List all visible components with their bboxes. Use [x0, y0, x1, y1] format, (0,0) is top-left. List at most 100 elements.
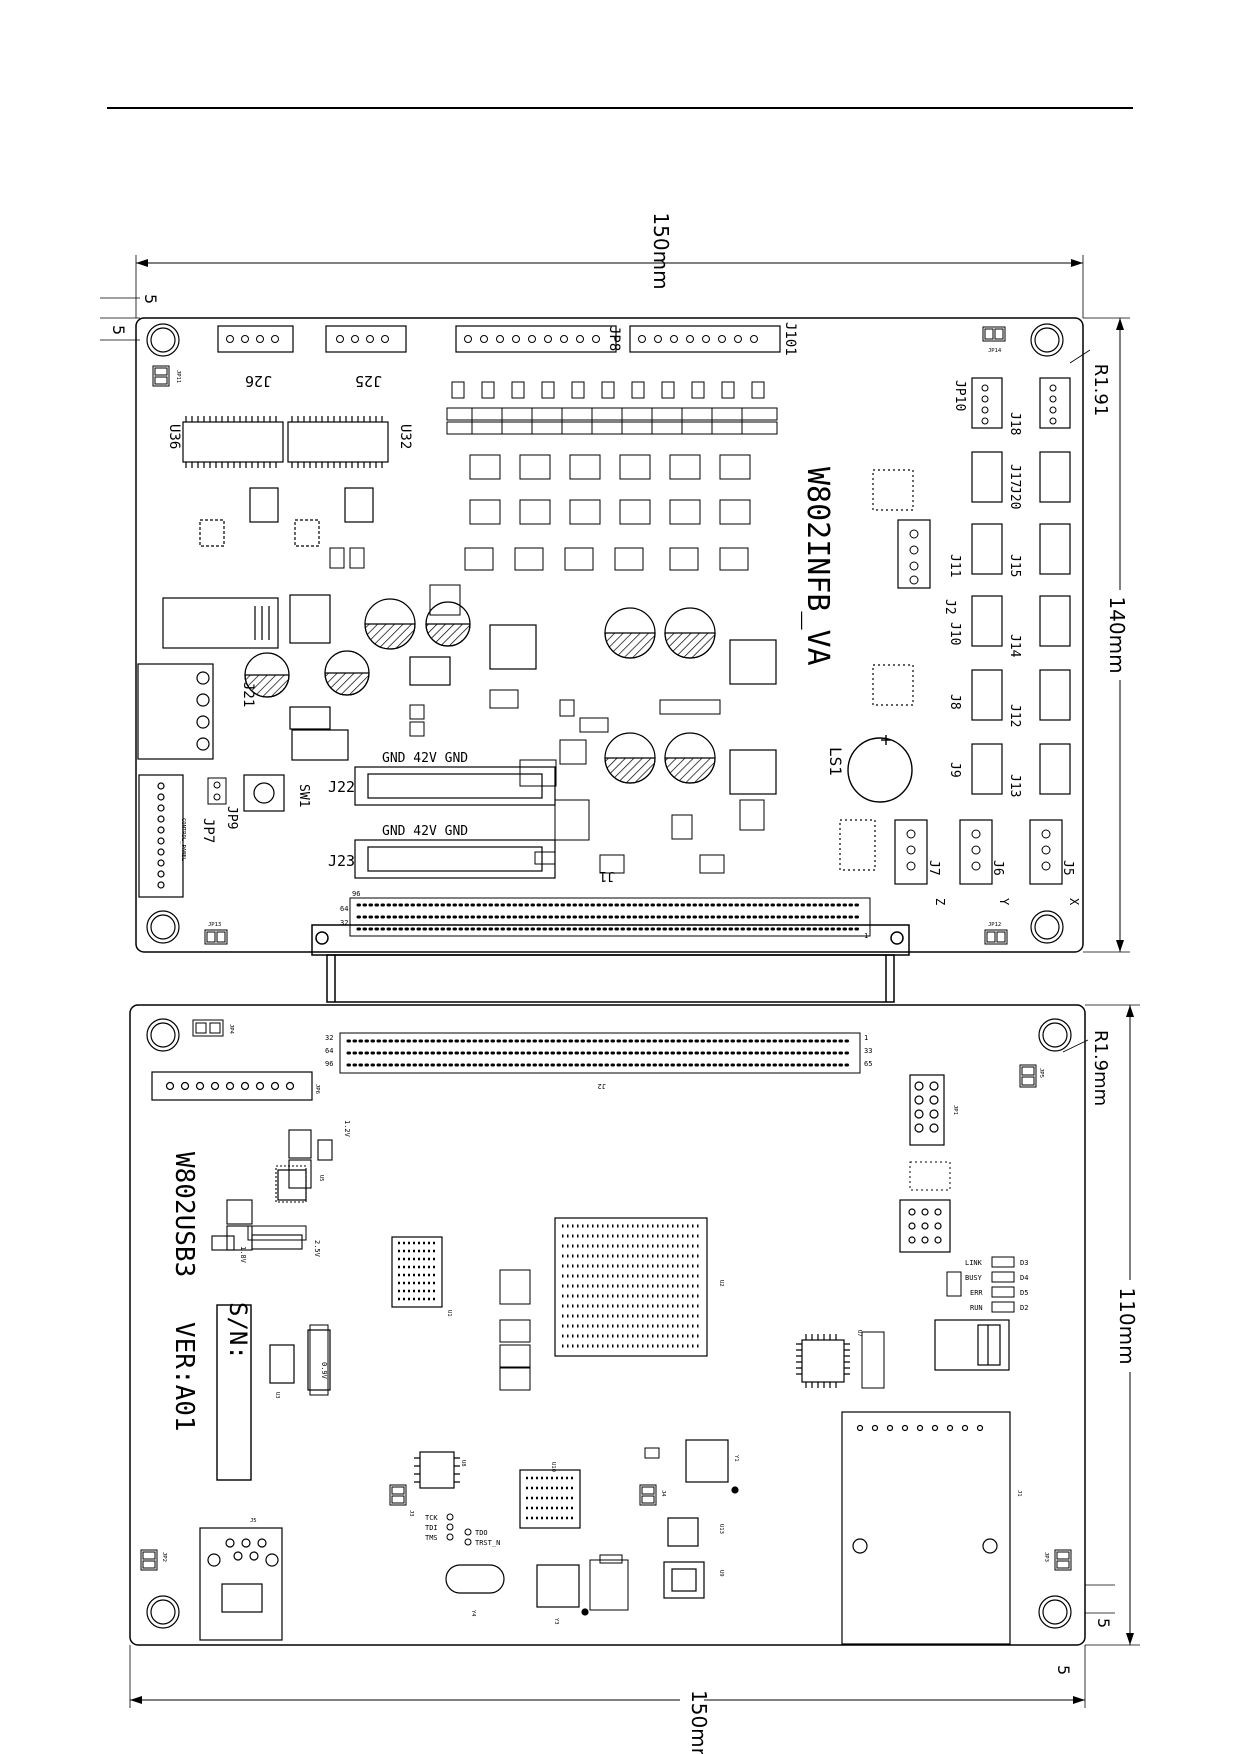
label-jp1: JP1	[952, 1105, 958, 1115]
lower-offset-a: 5	[1094, 1618, 1113, 1628]
lower-mounting-holes	[146, 1018, 1072, 1629]
label-y4: Y4	[470, 1610, 476, 1617]
label-jp11: JP11	[175, 370, 181, 383]
u1-bga	[391, 1236, 443, 1308]
upper-pin-64: 64	[340, 905, 348, 913]
upper-board-outline	[135, 317, 1084, 953]
label-j13: J13	[1007, 774, 1022, 797]
lower-pin-65: 65	[864, 1060, 872, 1068]
lower-pin-96: 96	[325, 1060, 333, 1068]
label-j4: J4	[660, 1490, 666, 1497]
lower-pin-1: 1	[864, 1034, 868, 1042]
jp9-header	[207, 777, 227, 805]
label-axis-z: Z	[933, 898, 947, 905]
jp1-header	[909, 1074, 945, 1146]
label-jp3: JP3	[1043, 1552, 1049, 1562]
passive-clusters	[247, 1225, 885, 1564]
label-j15: J15	[1007, 554, 1022, 577]
led-label-err: ERR	[970, 1289, 983, 1297]
y3-crystal	[536, 1564, 589, 1616]
u33-connector	[162, 594, 331, 649]
label-j26: J26	[245, 372, 272, 390]
qfn-chips	[839, 469, 914, 871]
lower-width-dim: 150mm	[687, 1690, 711, 1754]
jp4-header	[192, 1019, 224, 1037]
u4-chip	[909, 1161, 951, 1191]
label-u5: U5	[318, 1175, 324, 1182]
jp12-jp13-headers	[204, 929, 1008, 945]
label-u10: U10	[550, 1462, 556, 1472]
label-j6: J6	[990, 860, 1005, 876]
j23-connector	[354, 839, 556, 879]
lower-offset-b: 5	[1054, 1665, 1073, 1675]
lower-board-outline	[129, 1004, 1086, 1646]
lower-volt-2-5v: 2.5V	[313, 1240, 321, 1258]
jp6-header	[151, 1071, 313, 1101]
label-u32: U32	[397, 424, 413, 449]
resistor-arrays-u2	[499, 1269, 531, 1391]
label-j9: J9	[947, 762, 962, 778]
jtag-tms: TMS	[425, 1534, 438, 1542]
lower-dimensions: 150mm 110mm R1.9mm 5 5	[129, 1004, 1142, 1754]
label-jp6: JP6	[314, 1084, 320, 1094]
led-label-run: RUN	[970, 1304, 983, 1312]
u36-ic	[182, 421, 284, 463]
label-axis-x: X	[1067, 898, 1081, 906]
jp3-header	[1054, 1549, 1072, 1571]
right-connector-stack	[894, 377, 1071, 885]
u6-connector	[934, 1319, 1010, 1371]
u13-chip	[667, 1517, 699, 1547]
upper-width-dim: 150mm	[649, 212, 673, 289]
led-row	[451, 381, 765, 399]
u32-ic	[287, 421, 389, 463]
led-ref-d5: D5	[1020, 1289, 1028, 1297]
label-u7: U7	[856, 1330, 862, 1337]
label-y1: Y1	[733, 1455, 739, 1462]
label-u2: U2	[718, 1280, 724, 1287]
status-leds	[946, 1256, 1015, 1313]
lower-height-dim: 110mm	[1115, 1287, 1139, 1364]
jp14-header	[982, 326, 1006, 342]
label-j2-lower: J2	[598, 1082, 606, 1090]
top-connectors	[217, 325, 781, 353]
lower-board-title: W802USB3	[169, 1152, 199, 1277]
led-ref-d3: D3	[1020, 1259, 1028, 1267]
j5-rj45	[199, 1527, 283, 1641]
label-j1-lower: J1	[1016, 1490, 1022, 1497]
j4-header	[639, 1484, 657, 1506]
upper-board: 150mm 140mm R1.91 5 5	[100, 212, 1132, 1003]
upper-height-dim: 140mm	[1105, 596, 1129, 673]
electrolytic-capacitors	[244, 598, 716, 784]
board-to-board-connector	[311, 924, 910, 1003]
sw1-switch	[243, 774, 285, 812]
label-j7: J7	[926, 860, 941, 876]
inductors	[289, 624, 777, 795]
power-section	[211, 1129, 333, 1251]
label-j14: J14	[1007, 634, 1022, 658]
label-j8: J8	[947, 694, 962, 710]
d1-chip	[899, 1199, 951, 1253]
label-jp13: JP13	[208, 922, 221, 928]
jp5-header	[1019, 1064, 1037, 1088]
upper-offset-b: 5	[109, 325, 128, 335]
u7-qfp	[796, 1334, 850, 1388]
fuse-row	[446, 407, 778, 435]
lower-board-version: VER:A01	[169, 1322, 199, 1432]
upper-pin-96: 96	[352, 890, 360, 898]
lower-board: 150mm 110mm R1.9mm 5 5 J2	[129, 1004, 1142, 1754]
label-j11: J11	[947, 554, 962, 577]
label-y3: Y3	[553, 1618, 559, 1625]
label-axis-y: Y	[997, 898, 1011, 906]
right-connector-pins	[906, 384, 1057, 871]
upper-board-title: W802INFB_VA	[800, 467, 835, 666]
label-j12: J12	[1007, 704, 1022, 727]
upper-pin-32: 32	[340, 919, 348, 927]
driver-columns	[469, 454, 751, 525]
label-jp4: JP4	[228, 1024, 234, 1035]
label-j20: J20	[1007, 486, 1022, 509]
upper-offset-a: 5	[141, 294, 160, 304]
u2-fpga	[554, 1217, 708, 1357]
label-j5-upper: J5	[1060, 860, 1075, 876]
label-j18: J18	[1007, 412, 1022, 435]
